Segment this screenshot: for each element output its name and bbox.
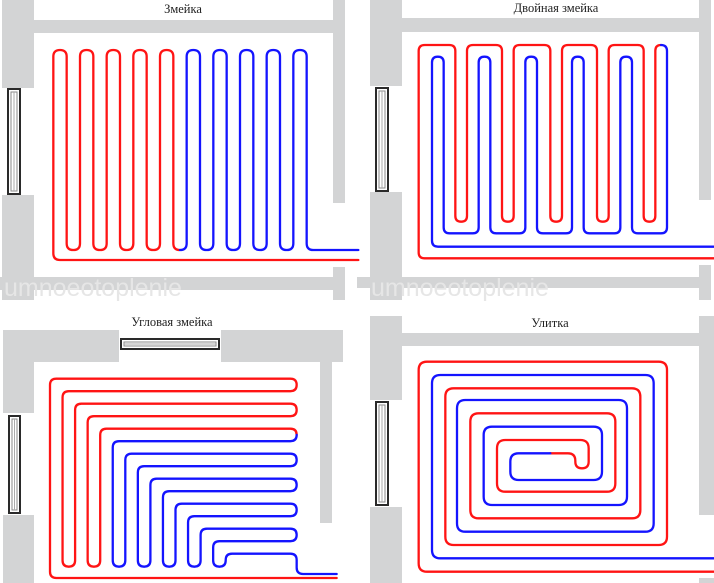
watermark: umnoeotoplenie xyxy=(371,274,549,302)
panel-title: Угловая змейка xyxy=(131,315,213,329)
corner-snake-supply-pipe xyxy=(48,377,338,580)
double-snake-return-pipe xyxy=(430,43,714,248)
window-icon xyxy=(375,87,389,192)
double-snake-supply-pipe xyxy=(417,43,714,260)
spiral-return-pipe xyxy=(430,373,714,560)
window-icon xyxy=(7,88,21,195)
corner-snake-return-pipe xyxy=(111,433,338,576)
panel-title: Улитка xyxy=(531,316,569,330)
wall xyxy=(221,330,343,362)
panel-snake: umnoeotoplenie Змейка xyxy=(0,0,345,302)
wall xyxy=(699,265,711,300)
window-icon xyxy=(375,401,389,506)
watermark: umnoeotoplenie xyxy=(4,274,182,302)
snake-supply-pipe xyxy=(52,48,360,262)
wall xyxy=(370,0,402,86)
wall xyxy=(2,0,34,88)
spiral-supply-pipe xyxy=(417,360,714,573)
wall xyxy=(402,18,699,32)
wall xyxy=(357,277,699,288)
panel-corner-snake: Угловая змейка xyxy=(3,315,343,583)
window-icon xyxy=(120,338,220,350)
panel-spiral: Улитка xyxy=(370,316,714,583)
wall xyxy=(699,316,714,515)
wall xyxy=(333,267,345,300)
panel-double-snake: umnoeotoplenie Двойная змейка xyxy=(357,0,711,302)
pipes-layer xyxy=(48,43,714,580)
wall xyxy=(333,0,345,203)
wall xyxy=(33,20,333,33)
snake-return-pipe xyxy=(178,48,360,252)
wall xyxy=(3,515,34,583)
wall xyxy=(370,316,402,400)
wall xyxy=(3,330,34,413)
wall xyxy=(370,507,402,583)
wall xyxy=(699,0,711,200)
panel-title: Змейка xyxy=(164,2,202,16)
window-icon xyxy=(8,415,21,514)
panel-title: Двойная змейка xyxy=(514,1,599,15)
wall xyxy=(402,333,699,346)
wall xyxy=(320,362,332,523)
wall xyxy=(0,277,333,290)
wall xyxy=(699,578,714,583)
